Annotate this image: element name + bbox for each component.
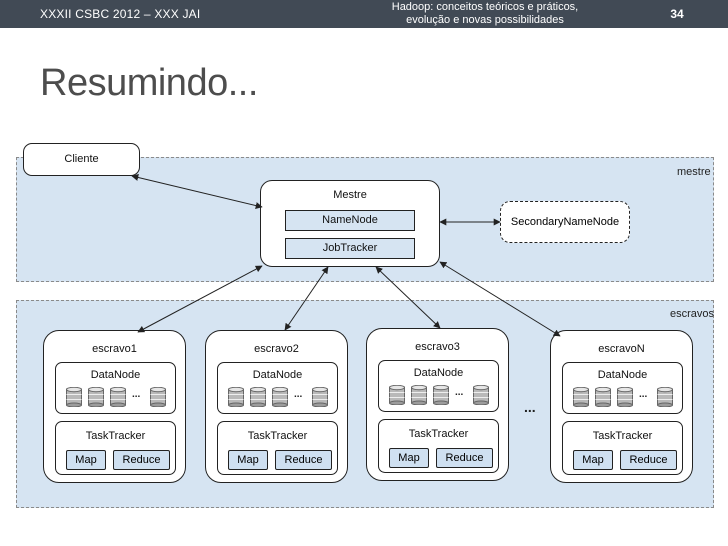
datanode-label: DataNode <box>597 369 648 381</box>
datanode-box: DataNode... <box>55 362 176 414</box>
map-task: Map <box>389 448 429 468</box>
secondary-namenode-label: SecondaryNameNode <box>510 216 620 228</box>
presentation-subtitle: Hadoop: conceitos teóricos e práticos, e… <box>355 1 615 27</box>
jobtracker-label: JobTracker <box>322 242 378 254</box>
tasktracker-label: TaskTracker <box>408 428 469 440</box>
subtitle-line-1: Hadoop: conceitos teóricos e práticos, <box>391 1 579 13</box>
slave-label: escravo3 <box>415 341 460 353</box>
subtitle-line-2: evolução e novas possibilidades <box>406 14 564 26</box>
datanode-label: DataNode <box>252 369 303 381</box>
client-label: Cliente <box>64 153 99 165</box>
datanode-label: DataNode <box>413 367 464 379</box>
map-task: Map <box>573 450 613 470</box>
disk-icon <box>228 386 244 408</box>
master-node: Mestre NameNode JobTracker <box>260 180 440 267</box>
datanode-box: DataNode... <box>562 362 683 414</box>
disk-icon <box>473 384 489 406</box>
disk-icon <box>617 386 633 408</box>
namenode-box: NameNode <box>285 210 415 231</box>
page-number: 34 <box>670 7 684 21</box>
disk-icon <box>595 386 611 408</box>
disk-icon <box>250 386 266 408</box>
master-label: Mestre <box>333 189 367 201</box>
more-slaves-ellipsis: ... <box>524 399 536 415</box>
disk-icon <box>573 386 589 408</box>
jobtracker-box: JobTracker <box>285 238 415 259</box>
reduce-task: Reduce <box>113 450 170 470</box>
slave-label: escravoN <box>598 343 645 355</box>
master-region-label: mestre <box>677 166 711 178</box>
client-node: Cliente <box>23 143 140 176</box>
disk-icon <box>389 384 405 406</box>
disk-icon <box>433 384 449 406</box>
slave-label: escravo1 <box>92 343 137 355</box>
reduce-task: Reduce <box>620 450 677 470</box>
datanode-box: DataNode... <box>217 362 338 414</box>
disk-ellipsis: ... <box>455 387 464 398</box>
secondary-namenode-node: SecondaryNameNode <box>500 201 630 243</box>
disk-group: ... <box>66 386 166 409</box>
disk-icon <box>272 386 288 408</box>
arrow-master-slave3 <box>375 266 441 329</box>
reduce-task: Reduce <box>436 448 493 468</box>
arrow-master-slaveN <box>439 261 561 337</box>
arrow-master-slave1 <box>137 265 263 333</box>
disk-group: ... <box>573 386 673 409</box>
tasktracker-label: TaskTracker <box>592 430 653 442</box>
disk-ellipsis: ... <box>132 389 141 400</box>
datanode-label: DataNode <box>90 369 141 381</box>
disk-icon <box>411 384 427 406</box>
tasktracker-label: TaskTracker <box>85 430 146 442</box>
disk-group: ... <box>228 386 328 409</box>
namenode-label: NameNode <box>322 214 378 226</box>
disk-icon <box>657 386 673 408</box>
disk-icon <box>312 386 328 408</box>
slave-label: escravo2 <box>254 343 299 355</box>
datanode-box: DataNode... <box>378 360 499 412</box>
slaves-region-label: escravos <box>670 308 715 320</box>
map-task: Map <box>66 450 106 470</box>
arrow-master-slave2 <box>284 266 329 331</box>
conference-label: XXXII CSBC 2012 – XXX JAI <box>40 7 201 21</box>
disk-icon <box>110 386 126 408</box>
disk-group: ... <box>389 384 489 407</box>
slide-title: Resumindo... <box>40 62 258 104</box>
reduce-task: Reduce <box>275 450 332 470</box>
map-task: Map <box>228 450 268 470</box>
disk-icon <box>150 386 166 408</box>
header-bar: XXXII CSBC 2012 – XXX JAI Hadoop: concei… <box>0 0 728 28</box>
disk-icon <box>88 386 104 408</box>
disk-icon <box>66 386 82 408</box>
disk-ellipsis: ... <box>639 389 648 400</box>
arrow-client-master <box>131 174 263 209</box>
disk-ellipsis: ... <box>294 389 303 400</box>
tasktracker-label: TaskTracker <box>247 430 308 442</box>
